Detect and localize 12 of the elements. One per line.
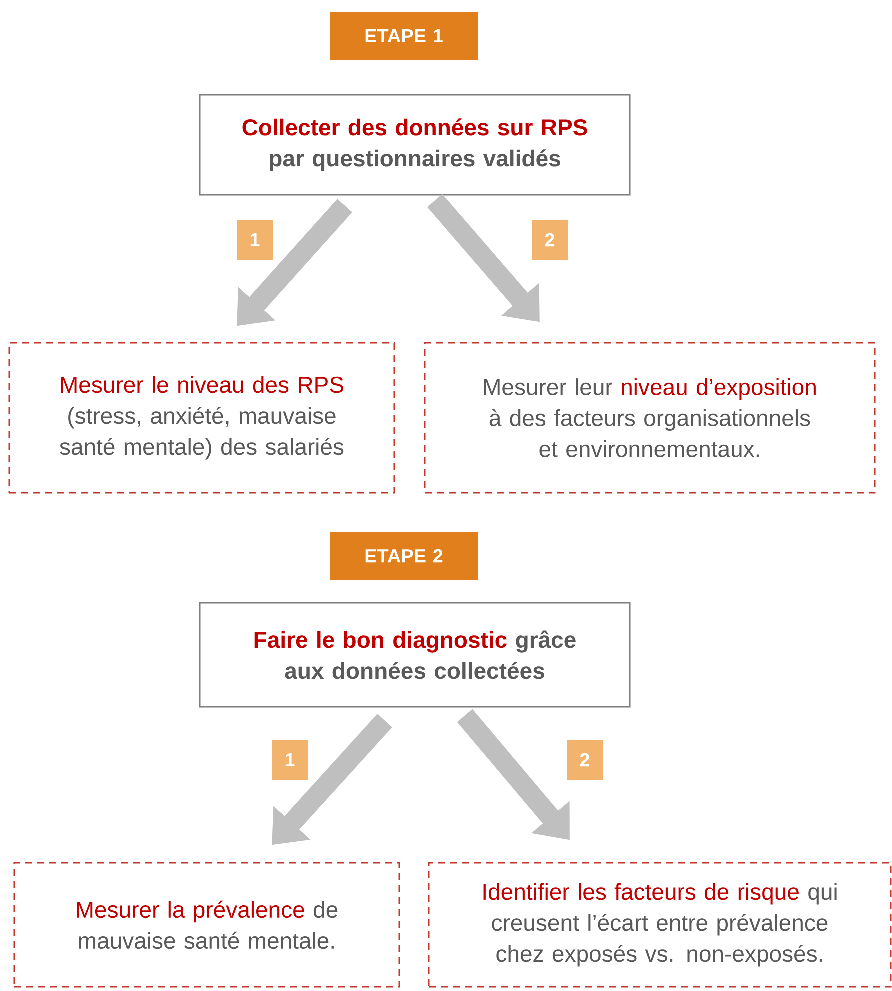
step-number: 2 (567, 740, 603, 780)
dashed-box: Mesurer leur niveau d’exposition à des facteurs organisationnels et environnementaux. (424, 342, 876, 494)
dashed-box: Mesurer la prévalence de mauvaise santé mentale. (14, 862, 400, 988)
process-box: Faire le bon diagnostic grâce aux données collectées (199, 602, 631, 708)
dashed-box: Mesurer le niveau des RPS (stress, anxiété, mauvaise santé mentale) des salariés (8, 342, 396, 494)
step-number: 1 (237, 220, 273, 260)
step-label: ETAPE 2 (330, 532, 478, 580)
step-number: 1 (272, 740, 308, 780)
step-number: 2 (532, 220, 568, 260)
dashed-box: Identifier les facteurs de risque qui creusent l’écart entre prévalence chez exposés vs. non-exposés. (428, 862, 892, 988)
process-box: Collecter des données sur RPS par questionnaires validés (199, 94, 631, 196)
step-label: ETAPE 1 (330, 12, 478, 60)
